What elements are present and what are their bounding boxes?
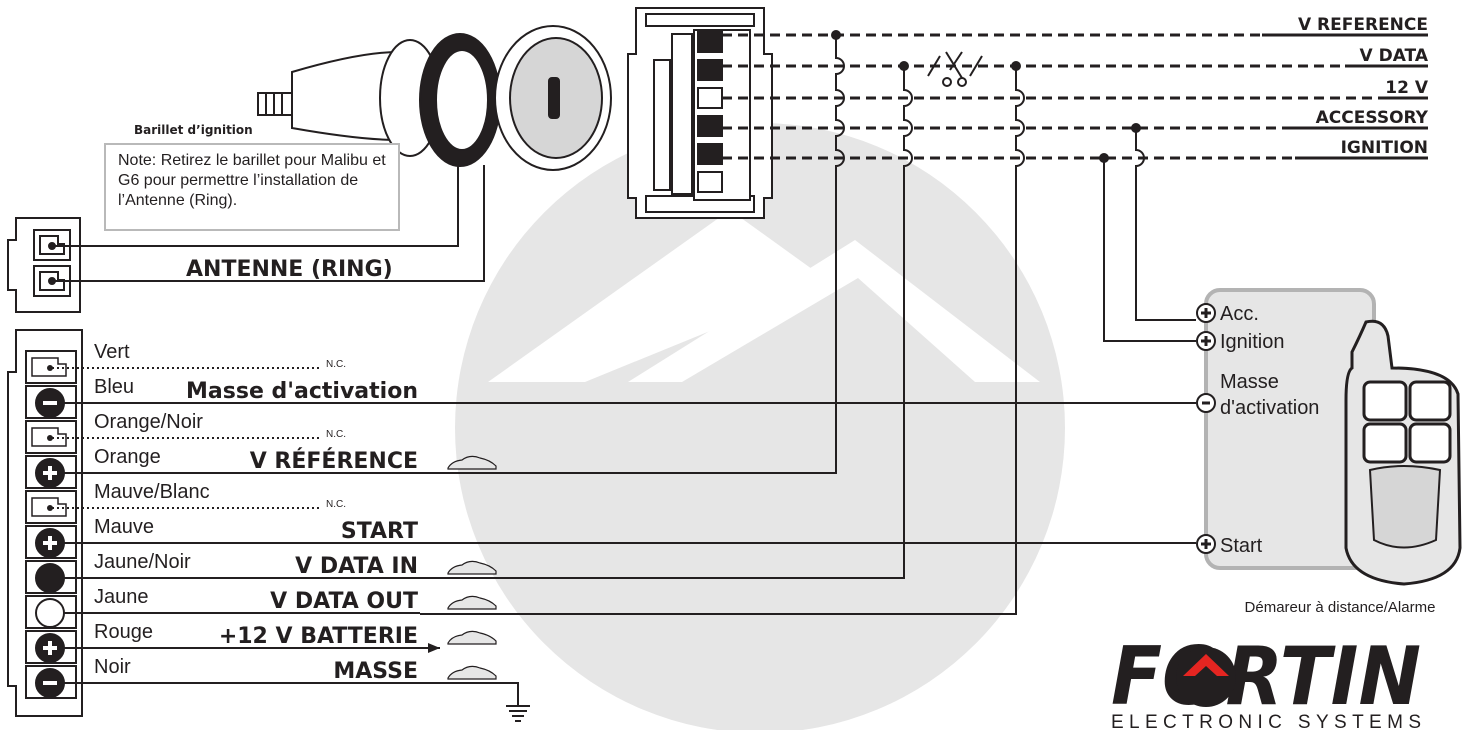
wire-function-label: V DATA OUT <box>270 589 418 614</box>
wire-color-label: Bleu <box>94 376 134 398</box>
car-icon <box>447 455 497 470</box>
wire-function-label: MASSE <box>333 659 418 684</box>
module-terminals <box>1196 303 1216 554</box>
bus-labels: V REFERENCE V DATA 12 V ACCESSORY IGNITI… <box>1298 15 1429 158</box>
logo-wordmark: FORTIN <box>1111 630 1421 723</box>
car-icon <box>447 630 497 645</box>
ignition-note: Note: Retirez le barillet pour Malibu et… <box>104 143 400 231</box>
wire-color-label: Orange <box>94 446 161 468</box>
nc-label: N.C. <box>326 499 346 510</box>
pin-round-icon <box>35 598 65 628</box>
terminal-start: Start <box>1220 535 1263 557</box>
car-icon <box>447 665 497 680</box>
cut-wire-icon <box>927 51 983 87</box>
wire-color-label: Mauve/Blanc <box>94 481 210 503</box>
bus-label-v-data: V DATA <box>1360 46 1429 66</box>
pin-round-icon <box>35 563 65 593</box>
wire-color-label: Mauve <box>94 516 154 538</box>
fortin-logo: FORTIN ELECTRONIC SYSTEMS <box>1111 630 1421 730</box>
ground-icon <box>506 686 530 722</box>
bus-label-ignition: IGNITION <box>1341 138 1428 158</box>
wire-color-label: Jaune <box>94 586 149 608</box>
wire-function-label: +12 V BATTERIE <box>219 624 418 649</box>
car-icon <box>447 560 497 575</box>
pin-dot-icon <box>47 505 53 511</box>
pin-dot-icon <box>47 435 53 441</box>
wire-color-label: Vert <box>94 341 130 363</box>
wire-function-label: Masse d'activation <box>186 379 418 404</box>
remote-fob-icon <box>1344 319 1462 586</box>
vertical-wires <box>420 35 1196 615</box>
logo-mountain-icon <box>1176 647 1236 707</box>
terminal-masse-line1: Masse <box>1220 371 1279 393</box>
bus-label-v-reference: V REFERENCE <box>1298 15 1428 35</box>
module-caption: Démareur à distance/Alarme <box>1245 599 1436 616</box>
car-icon <box>447 595 497 610</box>
pin-dot-icon <box>47 365 53 371</box>
nc-label: N.C. <box>326 429 346 440</box>
harness-row <box>25 385 77 419</box>
bus-label-accessory: ACCESSORY <box>1316 108 1429 128</box>
module-labels: Acc. Ignition Masse d'activation Start <box>1220 303 1319 557</box>
nc-label: N.C. <box>326 359 346 370</box>
antenna-label: ANTENNE (RING) <box>186 257 393 282</box>
ignition-harness-connector <box>627 7 773 219</box>
wire-function-label: V DATA IN <box>295 554 418 579</box>
wire-function-label: V RÉFÉRENCE <box>250 448 418 474</box>
ignition-title: Barillet d’ignition <box>134 123 253 137</box>
wire-color-label: Jaune/Noir <box>94 551 191 573</box>
wire-color-label: Noir <box>94 656 131 678</box>
wire-function-label: START <box>341 519 418 544</box>
wire-color-label: Rouge <box>94 621 153 643</box>
harness-wires <box>52 367 1196 686</box>
bus-label-12v: 12 V <box>1385 78 1429 98</box>
harness-row <box>25 595 77 629</box>
junction-dots <box>831 30 1141 163</box>
antenna-wires <box>48 165 485 285</box>
terminal-ignition: Ignition <box>1220 331 1285 353</box>
terminal-acc: Acc. <box>1220 303 1259 325</box>
ignition-cylinder <box>257 25 612 171</box>
terminal-masse-line2: d'activation <box>1220 397 1319 419</box>
antenna-connector <box>7 217 81 313</box>
wire-color-label: Orange/Noir <box>94 411 203 433</box>
